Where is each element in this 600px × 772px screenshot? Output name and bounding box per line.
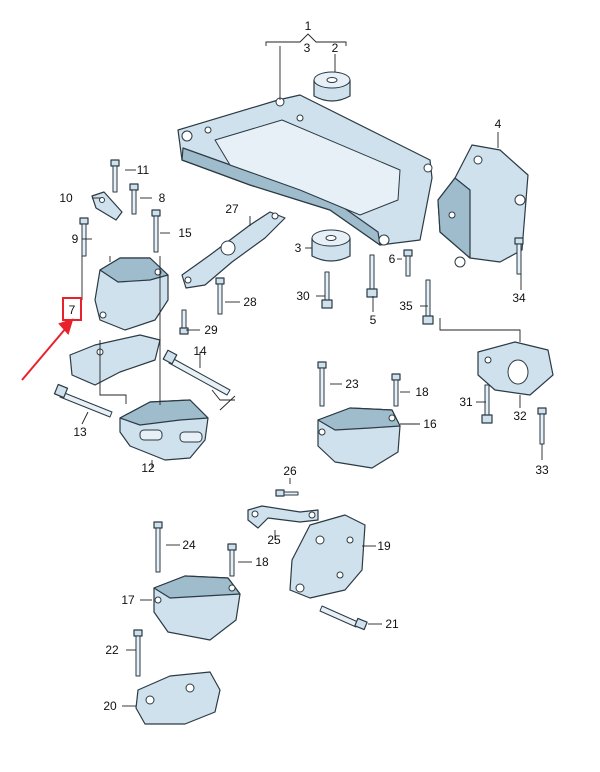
torque-support-part-27	[181, 211, 286, 289]
subframe-part	[177, 94, 433, 246]
subframe-bushing-lower	[311, 229, 351, 262]
bolt-part-23	[317, 361, 327, 407]
part-labels: 1 3 2 3 4 5 6 7 8 9 10 11 12 13 14 15 16…	[59, 19, 549, 713]
label-part-33: 33	[535, 463, 549, 477]
bolt-part-5	[366, 254, 378, 298]
label-part-17: 17	[121, 593, 135, 607]
bolt-part-13	[53, 383, 113, 418]
label-part-23: 23	[345, 377, 359, 391]
label-part-28: 28	[243, 295, 257, 309]
bolt-part-31	[481, 384, 493, 424]
bolt-part-6	[403, 249, 413, 277]
label-part-2: 2	[332, 41, 339, 55]
label-part-4: 4	[495, 117, 502, 131]
label-part-15: 15	[178, 226, 192, 240]
bolt-part-30	[321, 271, 333, 309]
label-part-11: 11	[137, 163, 150, 177]
bolt-part-11	[110, 159, 120, 193]
label-part-12: 12	[141, 461, 155, 475]
label-part-1: 1	[305, 19, 312, 33]
label-part-35: 35	[399, 299, 413, 313]
label-part-32: 32	[513, 409, 527, 423]
bolt-part-9	[79, 217, 89, 257]
label-part-30: 30	[296, 289, 310, 303]
label-part-14: 14	[193, 344, 207, 358]
label-part-29: 29	[204, 323, 218, 337]
bolt-part-34	[514, 237, 524, 275]
bolt-part-35	[422, 279, 434, 325]
label-part-16: 16	[423, 417, 437, 431]
label-part-24: 24	[182, 538, 196, 552]
label-part-6: 6	[389, 252, 396, 266]
label-part-5: 5	[370, 313, 377, 327]
leader-lines	[81, 33, 543, 707]
mount-part-17	[153, 575, 241, 641]
bolt-part-14	[162, 349, 231, 396]
bracket-part-10	[91, 191, 123, 221]
mount-part-16	[317, 407, 401, 469]
bolt-part-26	[275, 489, 299, 497]
label-part-7: 7	[69, 303, 76, 317]
gearbox-mount-part-12	[119, 399, 209, 461]
label-part-21: 21	[385, 617, 399, 631]
bolt-part-29	[179, 309, 189, 335]
bolt-part-33	[537, 407, 547, 445]
bolt-part-24	[153, 521, 163, 573]
label-part-31: 31	[459, 395, 473, 409]
subframe-bushing-top	[313, 71, 351, 102]
bracket-part-20	[135, 671, 221, 725]
label-part-34: 34	[512, 291, 526, 305]
label-part-8: 8	[159, 191, 166, 205]
label-part-3-top: 3	[304, 41, 311, 55]
bolt-part-21	[319, 605, 368, 631]
mount-support-bracket	[69, 334, 161, 386]
label-part-27: 27	[225, 202, 239, 216]
bolt-part-22	[133, 629, 143, 677]
bracket-part-19	[289, 514, 366, 599]
bolt-part-8	[129, 183, 139, 215]
label-part-18-lower: 18	[255, 555, 269, 569]
engine-mount-part-7	[94, 257, 169, 331]
label-part-26: 26	[283, 464, 297, 478]
bolt-part-28	[215, 277, 225, 315]
bracket-part-4	[437, 144, 529, 268]
label-part-10: 10	[59, 191, 73, 205]
bolt-part-18a	[391, 373, 401, 407]
label-part-19: 19	[377, 539, 391, 553]
label-part-9: 9	[72, 232, 79, 246]
label-part-25: 25	[267, 533, 281, 547]
label-part-13: 13	[73, 425, 87, 439]
label-part-20: 20	[103, 699, 117, 713]
bolt-part-18b	[227, 543, 237, 577]
label-part-3-lower: 3	[295, 241, 302, 255]
label-part-22: 22	[105, 643, 119, 657]
highlight-arrow	[21, 318, 74, 381]
label-part-18-upper: 18	[415, 385, 429, 399]
bolt-part-15	[151, 209, 161, 253]
bracket-part-32	[477, 341, 554, 396]
link-part-25	[247, 505, 319, 529]
